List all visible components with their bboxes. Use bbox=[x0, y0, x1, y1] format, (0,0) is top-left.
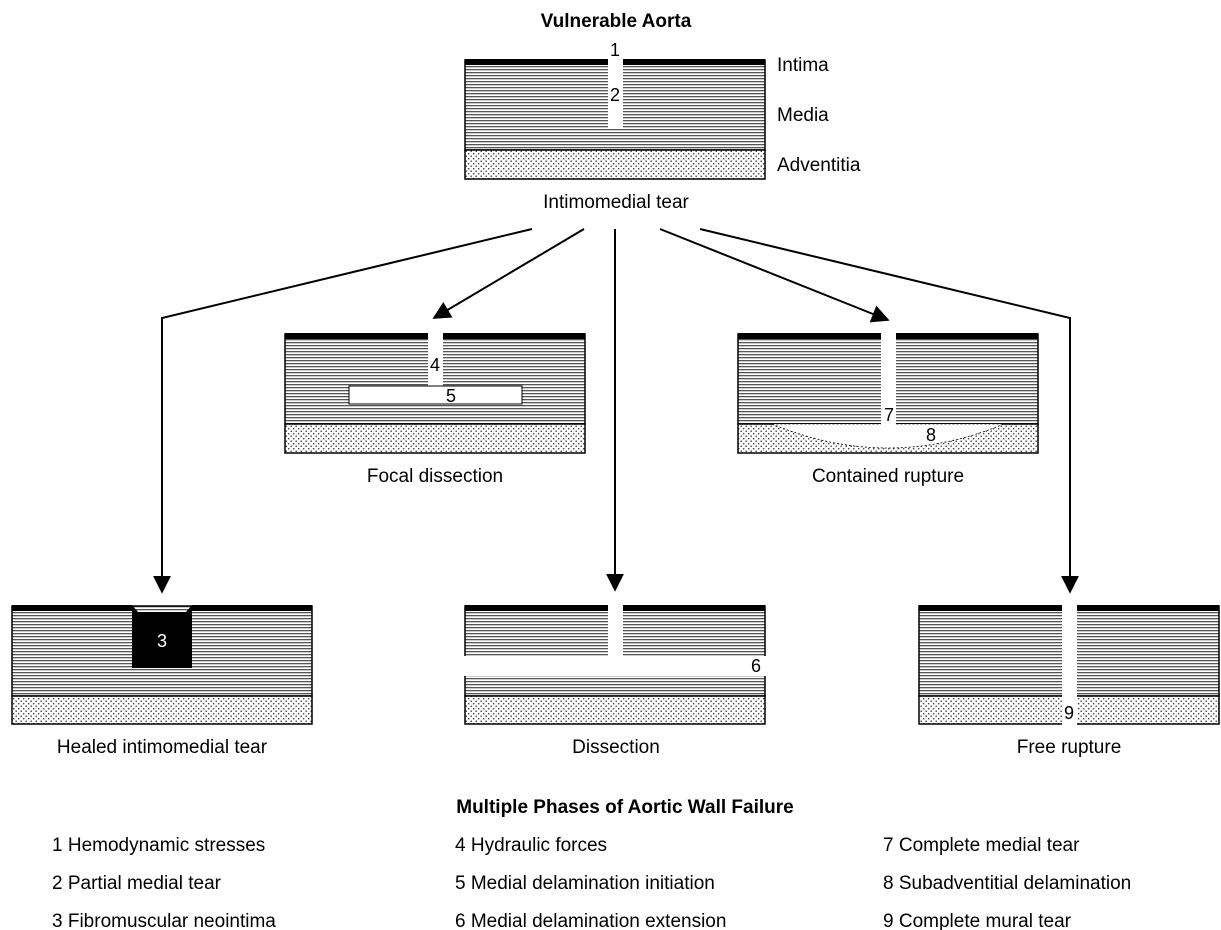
caption-intimomedial-tear: Intimomedial tear bbox=[543, 192, 689, 213]
intima-layer bbox=[12, 605, 132, 611]
legend-item: 7 Complete medial tear bbox=[883, 835, 1080, 856]
caption-contained-rupture: Contained rupture bbox=[812, 466, 964, 487]
marker-5: 5 bbox=[446, 386, 456, 406]
complete-mural-tear-gap bbox=[1062, 604, 1077, 725]
legend: 1 Hemodynamic stresses 2 Partial medial … bbox=[52, 835, 1131, 930]
legend-item: 8 Subadventitial delamination bbox=[883, 873, 1131, 894]
legend-title: Multiple Phases of Aortic Wall Failure bbox=[456, 797, 793, 818]
medial-tear-gap bbox=[428, 332, 443, 388]
caption-healed-tear: Healed intimomedial tear bbox=[57, 737, 268, 758]
medial-tear-gap bbox=[608, 604, 623, 657]
marker-7: 7 bbox=[884, 405, 894, 425]
caption-free-rupture: Free rupture bbox=[1017, 737, 1122, 758]
marker-2: 2 bbox=[610, 85, 620, 105]
intima-layer bbox=[192, 605, 312, 611]
panel-dissection: 6 bbox=[463, 604, 766, 725]
legend-item: 1 Hemodynamic stresses bbox=[52, 835, 265, 856]
adventitia-layer bbox=[11, 695, 313, 725]
arrow-to-contained-rupture bbox=[659, 228, 890, 323]
marker-3: 3 bbox=[157, 631, 167, 651]
adventitia-layer bbox=[464, 695, 766, 725]
legend-item: 9 Complete mural tear bbox=[883, 911, 1072, 930]
delamination-gap bbox=[348, 385, 523, 405]
caption-focal-dissection: Focal dissection bbox=[367, 466, 503, 487]
panel-free-rupture: 9 bbox=[918, 604, 1220, 725]
marker-6: 6 bbox=[751, 656, 761, 676]
caption-dissection: Dissection bbox=[572, 737, 660, 758]
label-media: Media bbox=[777, 105, 829, 126]
panel-focal-dissection: 4 5 bbox=[284, 332, 586, 454]
legend-item: 5 Medial delamination initiation bbox=[455, 873, 715, 894]
legend-item: 3 Fibromuscular neointima bbox=[52, 911, 276, 930]
legend-item: 6 Medial delamination extension bbox=[455, 911, 726, 930]
marker-1: 1 bbox=[610, 40, 620, 60]
arrow-to-healed-tear bbox=[153, 228, 533, 594]
marker-8: 8 bbox=[926, 425, 936, 445]
marker-9: 9 bbox=[1064, 703, 1074, 723]
label-intima: Intima bbox=[777, 55, 829, 76]
partial-tear-gap bbox=[608, 58, 623, 128]
subadventitial-pocket bbox=[771, 423, 1005, 449]
panel-contained-rupture: 7 8 bbox=[737, 332, 1039, 454]
complete-medial-tear-gap bbox=[881, 332, 896, 425]
label-adventitia: Adventitia bbox=[777, 155, 861, 176]
panel-vulnerable-aorta: 1 2 bbox=[464, 40, 766, 180]
panel-healed-tear: 3 bbox=[11, 605, 313, 725]
delamination-channel bbox=[463, 656, 766, 676]
adventitia-layer bbox=[464, 149, 766, 180]
diagram-title: Vulnerable Aorta bbox=[541, 11, 692, 32]
neointima-plug bbox=[132, 605, 192, 668]
arrows bbox=[153, 228, 1079, 594]
arrow-to-free-rupture bbox=[699, 228, 1079, 594]
legend-item: 4 Hydraulic forces bbox=[455, 835, 607, 856]
legend-item: 2 Partial medial tear bbox=[52, 873, 222, 894]
adventitia-layer bbox=[284, 423, 586, 454]
marker-4: 4 bbox=[430, 355, 440, 375]
arrow-to-focal-dissection bbox=[432, 228, 585, 319]
